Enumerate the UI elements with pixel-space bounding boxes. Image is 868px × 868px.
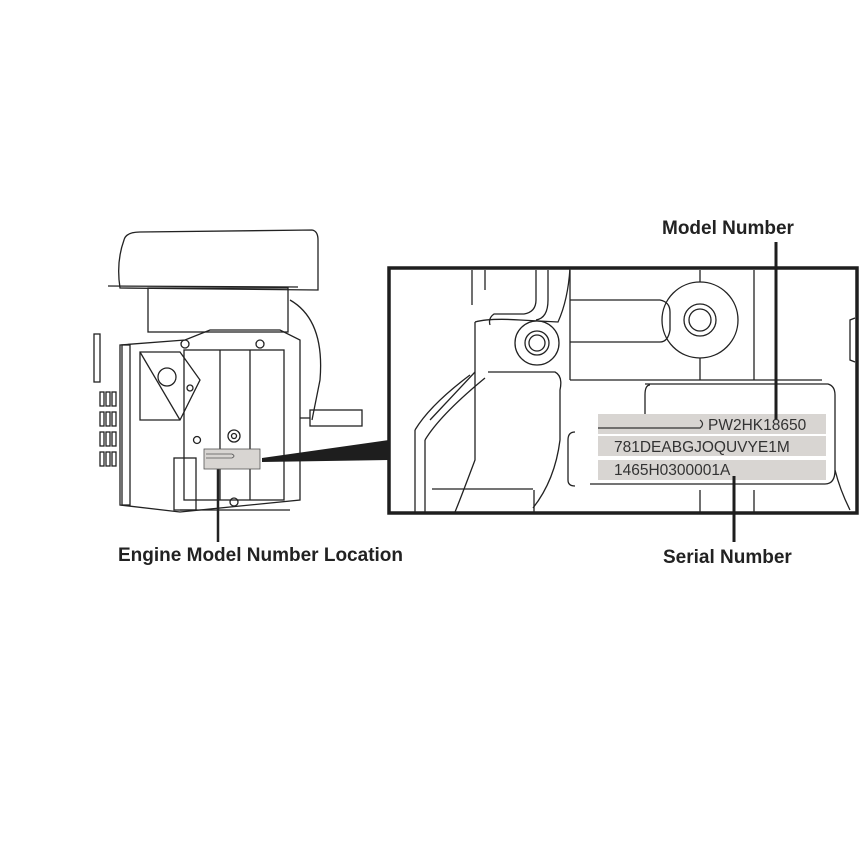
plate-code-line: 781DEABGJOQUVYE1M bbox=[614, 439, 790, 456]
serial-number-label: Serial Number bbox=[663, 547, 792, 568]
code-row bbox=[598, 436, 826, 456]
model-number-row bbox=[598, 414, 826, 434]
engine-label-location bbox=[203, 448, 261, 470]
model-number-label: Model Number bbox=[662, 218, 794, 239]
serial-number-row bbox=[598, 460, 826, 480]
engine-illustration bbox=[93, 229, 363, 542]
zoom-wedge bbox=[262, 440, 389, 462]
engine-location-label: Engine Model Number Location bbox=[118, 545, 404, 566]
plate-model-number: PW2HK18650 bbox=[708, 417, 807, 434]
plate-serial-number: 1465H0300001A bbox=[614, 462, 731, 479]
